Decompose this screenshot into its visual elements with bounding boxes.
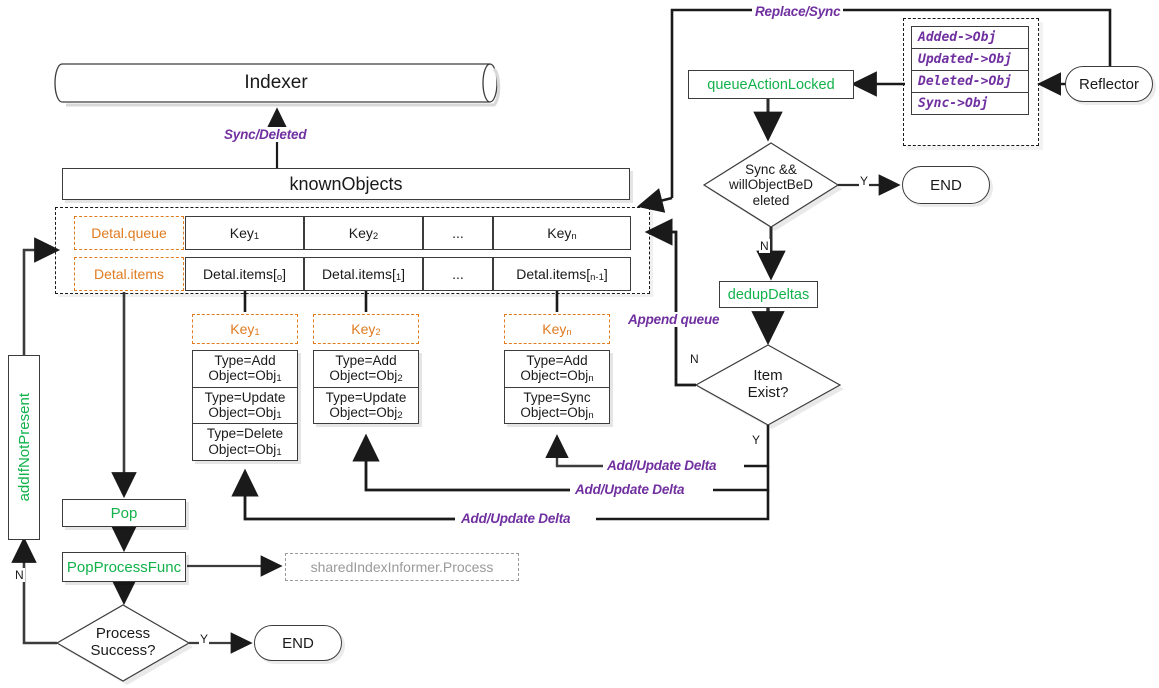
end-node-top[interactable]: END [902, 166, 990, 204]
queue-cell-3-text: Keyn [547, 224, 577, 242]
items-cell-2[interactable]: ... [423, 257, 493, 291]
items-cell-1-text: Detal.items[1] [321, 265, 406, 283]
delta-type-added: Added->Obj [912, 27, 1028, 49]
queue-cell-1[interactable]: Key2 [304, 216, 423, 250]
delta-type-updated: Updated->Obj [912, 49, 1028, 71]
delta-types-list: Added->Obj Updated->Obj Deleted->Obj Syn… [911, 26, 1029, 115]
key-stack-0-header: Key1 [192, 314, 298, 344]
shared-index-informer-node[interactable]: sharedIndexInformer.Process [285, 553, 519, 581]
delta-type-sync: Sync->Obj [918, 96, 989, 111]
sync-will-delete-diamond-shape [702, 142, 842, 231]
key-stack-1-header: Key2 [313, 314, 419, 344]
edge-label-replace-sync: Replace/Sync [752, 4, 844, 19]
item-exist-diamond-shape [694, 344, 844, 429]
edge-label-sync-deleted: Sync/Deleted [221, 127, 310, 142]
branch-label-item-yes: Y [751, 433, 762, 447]
add-if-not-present-label: addIfNotPresent [15, 393, 33, 502]
branch-label-process-no: N [14, 568, 25, 582]
branch-label-sync-yes: Y [859, 174, 870, 188]
queue-cell-1-text: Key2 [348, 224, 379, 242]
queue-cell-0[interactable]: Key1 [185, 216, 304, 250]
branch-label-sync-no: N [759, 239, 770, 253]
reflector-node[interactable]: Reflector [1065, 66, 1153, 102]
key-stack-2-header: Keyn [504, 314, 610, 344]
indexer-cylinder-shape [54, 63, 501, 107]
pop-process-func-node[interactable]: PopProcessFunc [62, 552, 186, 582]
queue-cell-3[interactable]: Keyn [493, 216, 631, 250]
detal-queue-label: Detal.queue [74, 216, 184, 250]
delta-type-deleted: Deleted->Obj [912, 71, 1028, 93]
items-cell-0[interactable]: Detal.items[o] [185, 257, 304, 291]
queue-cell-2[interactable]: ... [423, 216, 493, 250]
dedup-deltas-node[interactable]: dedupDeltas [719, 281, 818, 308]
add-if-not-present-node[interactable]: addIfNotPresent [8, 355, 40, 540]
key-stack-2-header-text: Keyn [542, 320, 572, 338]
edge-label-add-update-delta-2: Add/Update Delta [572, 482, 688, 497]
end-node-bottom[interactable]: END [254, 625, 342, 661]
items-cell-1[interactable]: Detal.items[1] [304, 257, 423, 291]
queue-action-locked-node[interactable]: queueActionLocked [688, 70, 854, 99]
key-stack-0-header-text: Key1 [230, 320, 260, 338]
indexer-node[interactable]: Indexer [244, 72, 308, 93]
branch-label-item-no: N [689, 352, 700, 366]
delta-types-container [903, 18, 1039, 146]
detal-items-label: Detal.items [74, 257, 184, 291]
edge-label-add-update-delta-3: Add/Update Delta [458, 511, 574, 526]
edge-label-add-update-delta-1: Add/Update Delta [604, 458, 720, 473]
pop-node[interactable]: Pop [62, 499, 186, 527]
edge-label-append-queue: Append queue [625, 312, 723, 327]
key-stack-1-header-text: Key2 [351, 320, 381, 338]
process-success-diamond-shape [55, 604, 193, 685]
queue-cell-0-text: Key1 [229, 224, 260, 242]
delta-fifo-container [55, 207, 650, 294]
items-cell-3[interactable]: Detal.items[n-1] [493, 257, 631, 291]
items-cell-3-text: Detal.items[n-1] [516, 265, 608, 283]
known-objects-node[interactable]: knownObjects [62, 168, 630, 200]
branch-label-process-yes: Y [199, 632, 210, 646]
items-cell-0-text: Detal.items[o] [202, 265, 287, 283]
